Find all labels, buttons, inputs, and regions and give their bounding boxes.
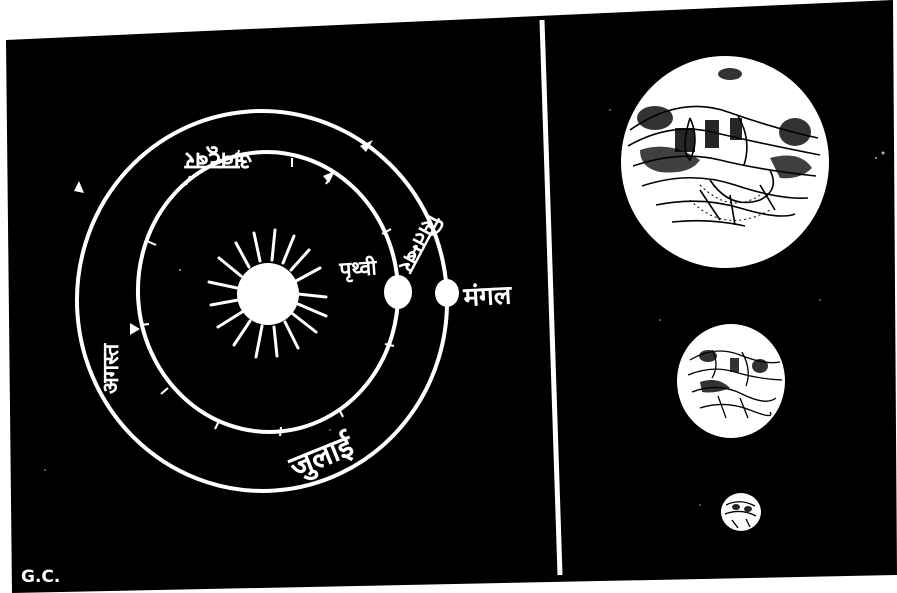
earth-label: पृथ्वी — [338, 254, 379, 284]
mars-globe-small — [721, 493, 761, 531]
mars-globe-large — [621, 56, 829, 268]
sun-disc — [237, 263, 299, 325]
mars-globe-medium — [677, 324, 785, 438]
august-label: अगस्त — [99, 342, 124, 394]
october-label: अक्टूबर — [184, 145, 252, 175]
earth-dot — [384, 275, 412, 309]
mars-label: मंगल — [462, 280, 514, 313]
credit-label: G.C. — [21, 567, 60, 587]
mars-dot — [435, 279, 459, 307]
